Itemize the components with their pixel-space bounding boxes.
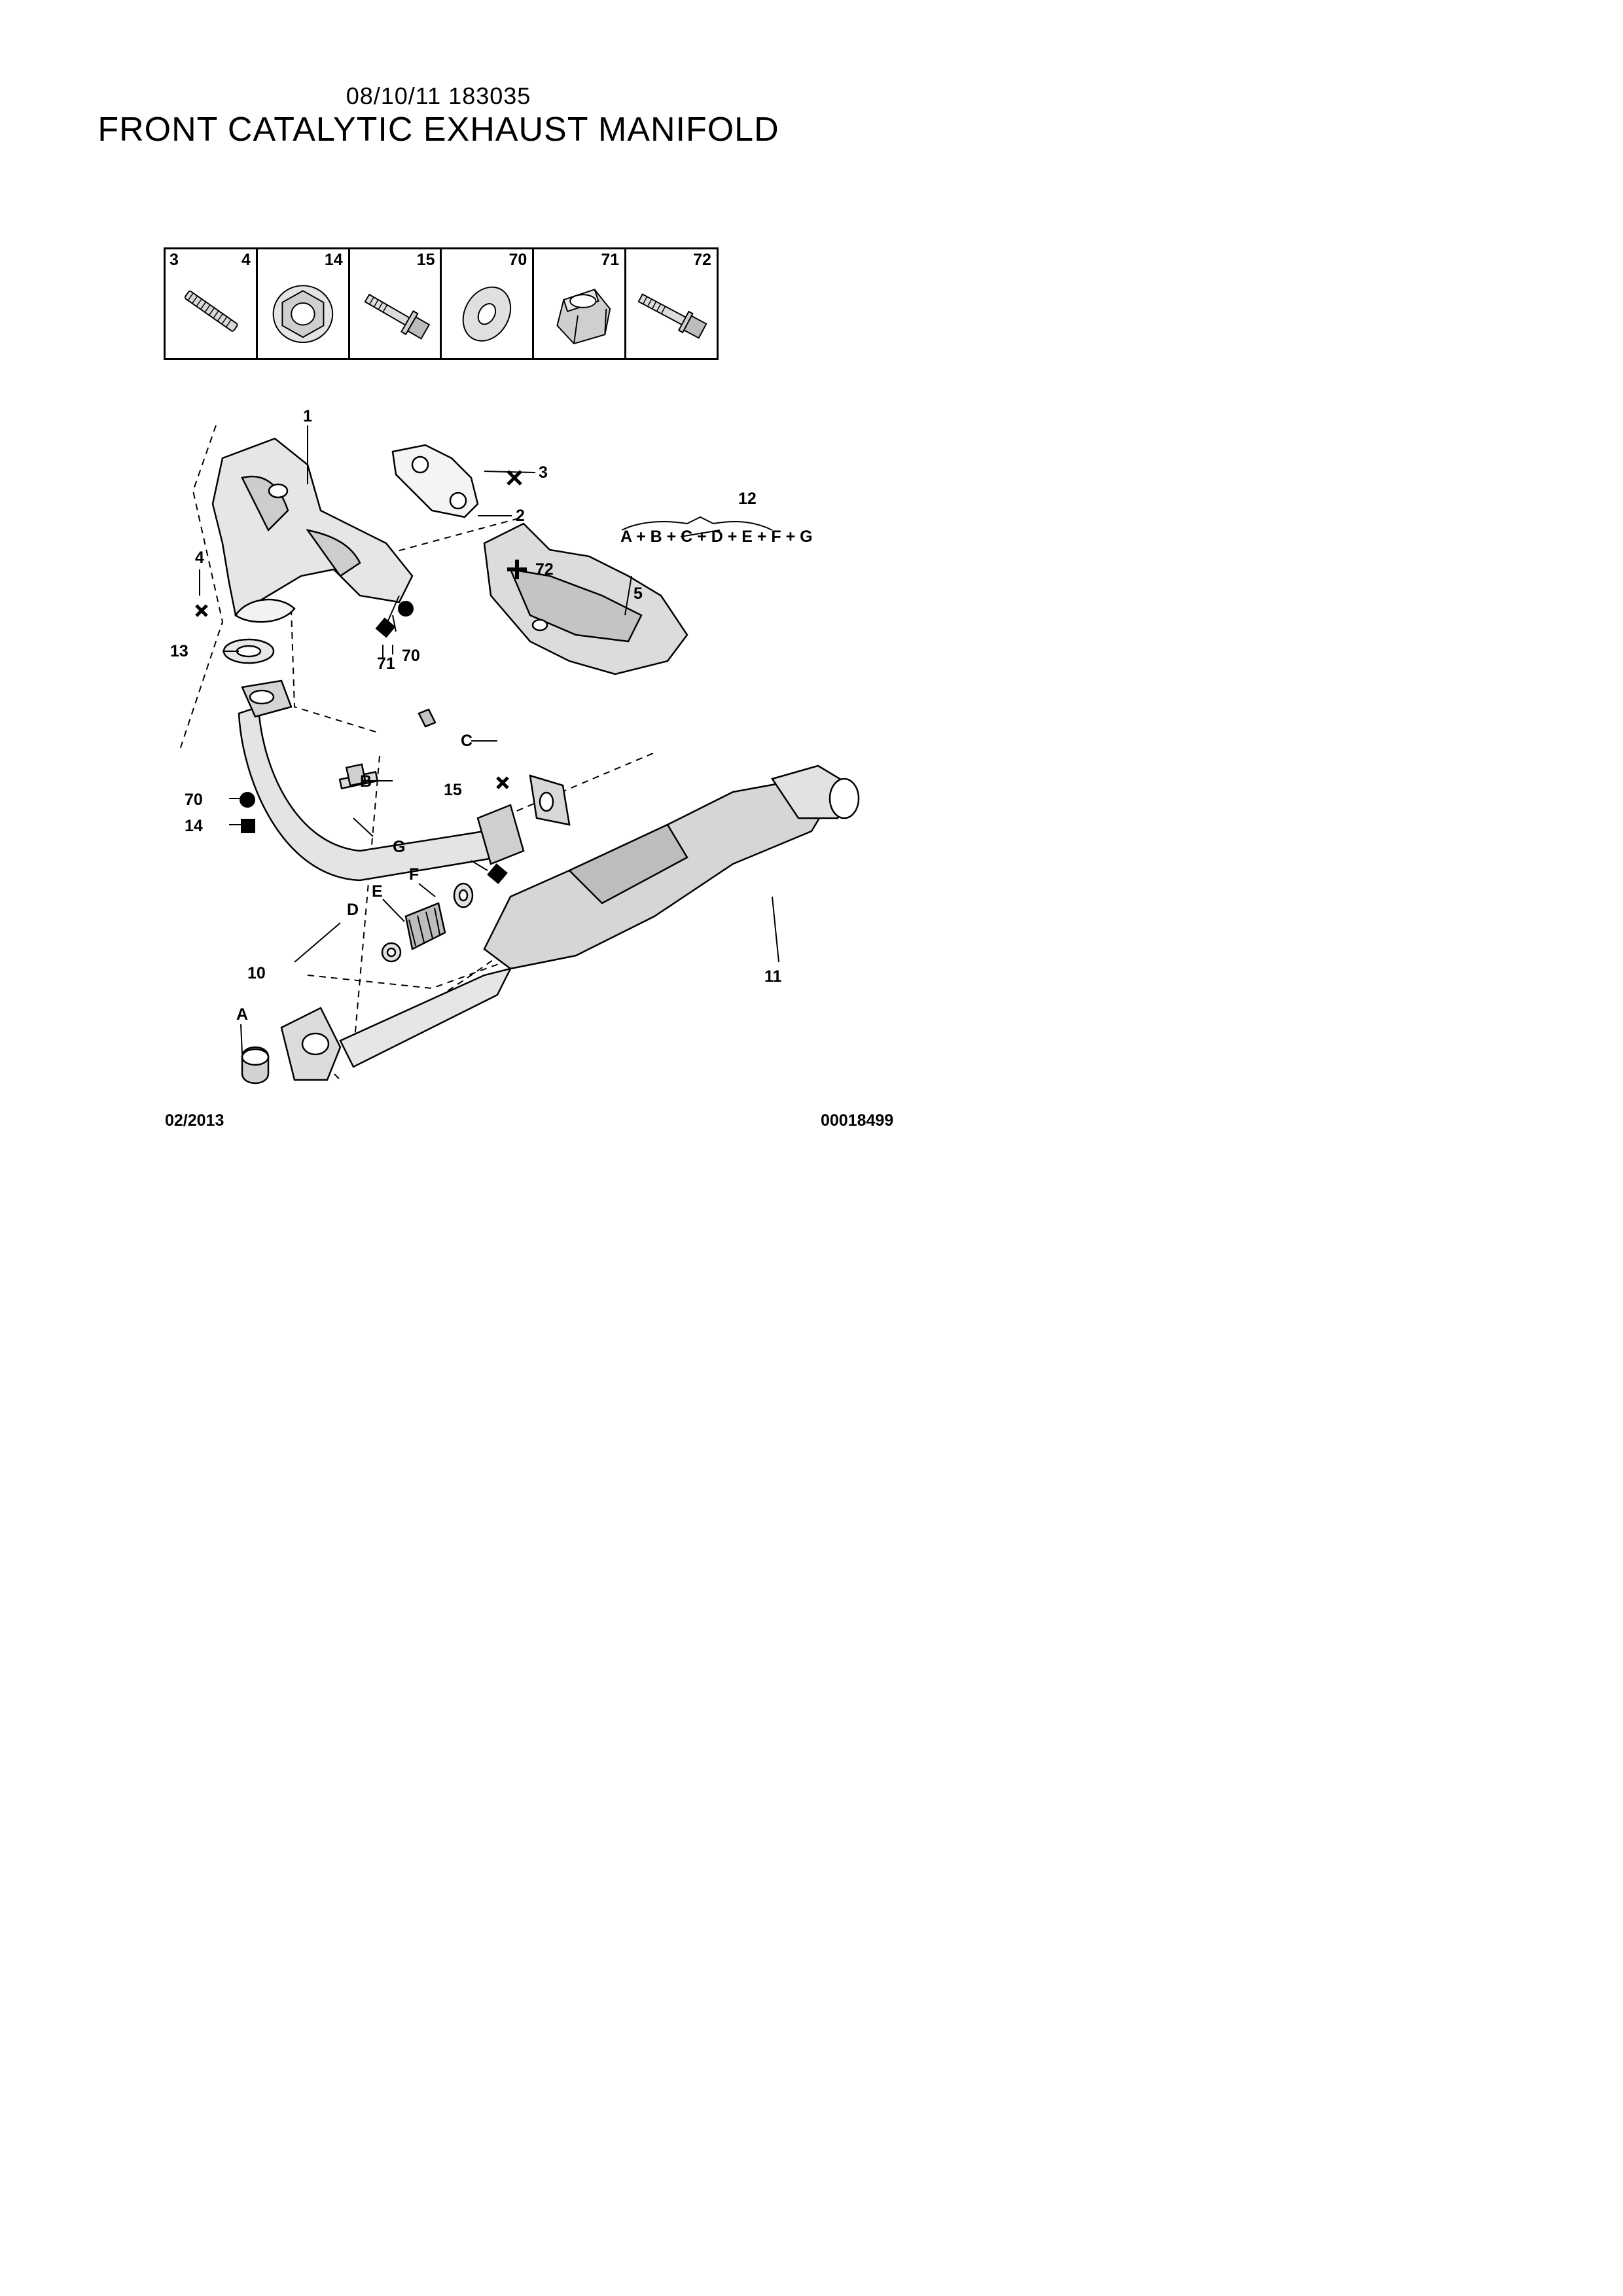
- legend-cell-bolt: 72: [626, 249, 717, 358]
- callout-1: 1: [303, 407, 312, 425]
- callout-71: 71: [377, 655, 395, 673]
- legend-number: 72: [693, 251, 711, 269]
- washer-icon: [463, 286, 512, 342]
- header-date-code: 08/10/11 183035: [346, 82, 531, 109]
- callout-labels: 1 3 2 5 72 4 13 70 71 70 14 10 11 12 A +…: [170, 407, 813, 1024]
- exhaust-manifold: [211, 437, 414, 623]
- legend-cell-hex-nut: 71: [534, 249, 627, 358]
- legend-number: 3: [169, 251, 179, 269]
- callout-5: 5: [633, 584, 643, 603]
- legend-number: 14: [324, 251, 343, 269]
- callout-72: 72: [535, 560, 554, 579]
- bolt-icon: [637, 293, 707, 339]
- kit-formula: A + B + C + D + E + F + G: [620, 528, 813, 546]
- page-title: FRONT CATALYTIC EXHAUST MANIFOLD: [98, 111, 779, 149]
- callout-D: D: [347, 901, 359, 919]
- legend-cell-washer: 70: [442, 249, 535, 358]
- callout-10: 10: [247, 964, 266, 982]
- legend-number: 71: [601, 251, 620, 269]
- legend-number: 15: [416, 251, 435, 269]
- callout-leaders: [199, 425, 779, 1054]
- heat-shield: [483, 522, 688, 675]
- callout-70-top: 70: [402, 647, 420, 665]
- callout-13: 13: [170, 642, 188, 660]
- callout-E: E: [372, 882, 383, 901]
- callout-11: 11: [764, 967, 782, 986]
- fastener-markers: [195, 470, 527, 833]
- callout-15: 15: [444, 781, 462, 799]
- legend-number: 70: [508, 251, 527, 269]
- callout-C: C: [461, 732, 473, 750]
- flange-nut-icon: [272, 285, 334, 344]
- callout-70-left: 70: [185, 791, 203, 809]
- hex-nut-icon: [556, 289, 611, 345]
- exploded-diagram: 1 3 2 5 72 4 13 70 71 70 14 10 11 12 A +…: [170, 407, 860, 1085]
- callout-3: 3: [539, 463, 548, 482]
- legend-number: 4: [241, 251, 251, 269]
- hardware-legend: 3 4 14 15: [164, 247, 719, 360]
- catalytic-converter: [280, 764, 860, 1081]
- callout-2: 2: [516, 507, 525, 525]
- legend-cell-stud: 3 4: [166, 249, 258, 358]
- callout-14: 14: [185, 817, 203, 835]
- callout-F: F: [409, 865, 419, 884]
- manifold-gasket: [391, 444, 479, 518]
- footer-date: 02/2013: [165, 1111, 224, 1130]
- callout-G: G: [393, 838, 405, 856]
- legend-cell-flange-nut: 14: [258, 249, 350, 358]
- callout-4: 4: [195, 548, 204, 567]
- callout-A: A: [236, 1005, 248, 1024]
- stud-icon: [184, 290, 238, 332]
- kit-parts: [241, 708, 508, 1085]
- callout-B: B: [360, 772, 372, 791]
- legend-cell-flange-bolt: 15: [350, 249, 442, 358]
- flange-bolt-icon: [364, 293, 430, 340]
- footer-reference: 00018499: [821, 1111, 894, 1130]
- front-pipe: [238, 679, 571, 882]
- callout-12: 12: [738, 490, 757, 508]
